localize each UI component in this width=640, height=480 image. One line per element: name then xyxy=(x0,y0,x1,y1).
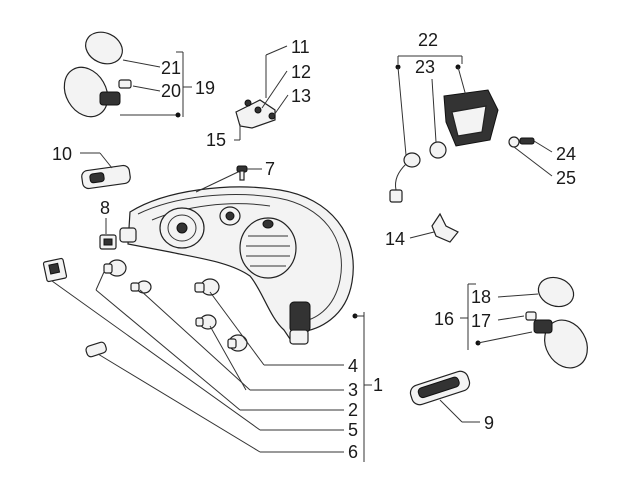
label-11: 11 xyxy=(291,37,310,57)
rear-right-turn-signal xyxy=(525,276,588,369)
turn-signal-bulb-20 xyxy=(118,79,132,89)
license-plate-light xyxy=(389,89,535,203)
wire-connector xyxy=(389,189,403,203)
side-reflector-10 xyxy=(81,164,131,190)
label-18: 18 xyxy=(471,287,491,307)
bulb-5 xyxy=(195,314,217,330)
label-5: 5 xyxy=(348,420,358,440)
label-20: 20 xyxy=(161,81,181,101)
turn-signal-stalk xyxy=(99,91,121,106)
label-8: 8 xyxy=(100,198,110,218)
label-23: 23 xyxy=(415,57,435,77)
label-6: 6 xyxy=(348,442,358,462)
label-3: 3 xyxy=(348,380,358,400)
label-22: 22 xyxy=(418,30,438,50)
label-15: 15 xyxy=(206,130,226,150)
turn-signal-bulb-17 xyxy=(525,311,537,321)
tail-light-housing xyxy=(119,186,354,345)
label-10: 10 xyxy=(52,144,72,164)
rear-reflector-9 xyxy=(409,370,471,406)
housing-body xyxy=(127,186,354,344)
socket xyxy=(403,152,421,168)
label-7: 7 xyxy=(265,159,275,179)
nut-12 xyxy=(254,106,262,114)
plug-6 xyxy=(85,341,107,358)
bulb-holder-6 xyxy=(42,257,68,283)
label-19: 19 xyxy=(195,78,215,98)
label-21: 21 xyxy=(161,58,181,78)
screw-7 xyxy=(236,165,248,181)
mount-stud-left xyxy=(119,227,137,243)
mount-foot xyxy=(289,329,309,345)
bulb-socket-left xyxy=(159,207,205,249)
bulb-4 xyxy=(194,278,220,296)
label-16: 16 xyxy=(434,309,454,329)
washer-13 xyxy=(268,112,276,120)
turn-signal-housing xyxy=(63,66,109,118)
label-4: 4 xyxy=(348,356,358,376)
screw-11 xyxy=(244,99,252,107)
label-14: 14 xyxy=(385,229,405,249)
turn-signal-stalk-right xyxy=(533,319,553,334)
label-25: 25 xyxy=(556,168,576,188)
label-2: 2 xyxy=(348,400,358,420)
mount-post xyxy=(289,301,311,333)
turn-signal-housing-right xyxy=(544,319,588,369)
bulb-4b xyxy=(227,334,248,352)
label-1: 1 xyxy=(373,375,383,395)
mounting-bracket xyxy=(235,99,276,129)
label-13: 13 xyxy=(291,86,311,106)
turn-signal-lens-21 xyxy=(85,31,123,65)
bulb-socket-right xyxy=(239,217,297,279)
clip-8 xyxy=(99,234,117,250)
label-24: 24 xyxy=(556,144,576,164)
label-9: 9 xyxy=(484,413,494,433)
turn-signal-lens-18 xyxy=(537,276,575,308)
plate-light-bulb-23 xyxy=(429,141,447,159)
bulb-socket-center xyxy=(219,206,241,226)
label-12: 12 xyxy=(291,62,311,82)
bracket-14 xyxy=(431,212,459,243)
screw-24 xyxy=(519,137,535,145)
rear-left-turn-signal xyxy=(63,31,132,118)
label-17: 17 xyxy=(471,311,491,331)
washer-25 xyxy=(508,136,520,148)
bulb-2 xyxy=(103,259,127,277)
